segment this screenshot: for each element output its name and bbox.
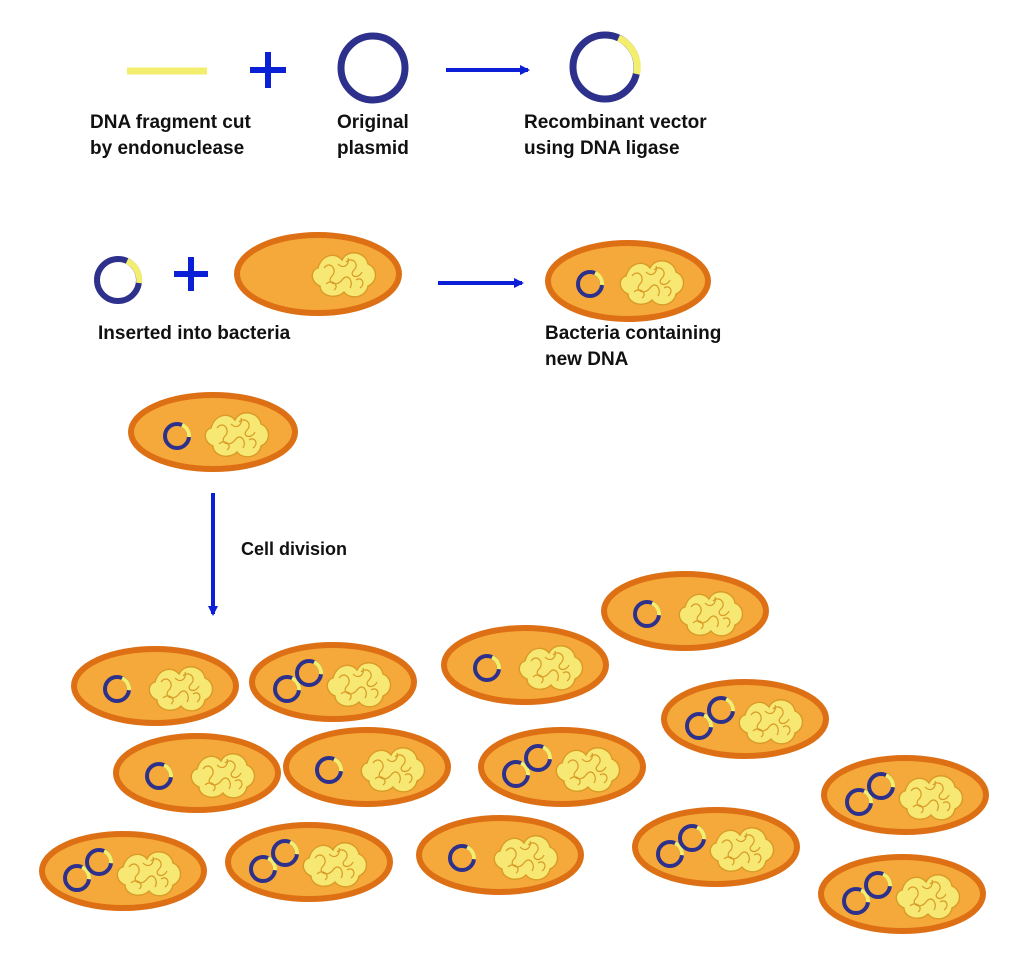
bacterium-icon bbox=[128, 392, 298, 472]
insert-segment bbox=[163, 763, 174, 778]
insert-segment bbox=[491, 655, 502, 670]
bacterium-icon bbox=[661, 679, 829, 759]
insert-segment bbox=[520, 761, 531, 776]
bacterium-icon bbox=[821, 755, 989, 835]
insert-segment bbox=[267, 856, 278, 871]
insert-segment bbox=[121, 676, 132, 691]
insert-segment bbox=[696, 825, 707, 840]
insert-segment bbox=[725, 697, 736, 712]
bacterium-icon bbox=[234, 232, 402, 316]
insert-segment bbox=[863, 789, 874, 804]
insert-segment bbox=[289, 840, 300, 855]
insert-segment bbox=[81, 865, 92, 880]
insert-segment bbox=[333, 757, 344, 772]
bacterium-icon bbox=[249, 642, 417, 722]
insert-segment bbox=[651, 601, 662, 616]
insert-segment bbox=[703, 713, 714, 728]
bacterium-icon bbox=[39, 831, 207, 911]
plus-icon bbox=[250, 52, 286, 88]
insert-segment bbox=[103, 849, 114, 864]
bacterium-icon bbox=[416, 815, 584, 895]
bacterium-icon bbox=[225, 822, 393, 902]
bacterium-icon bbox=[632, 807, 800, 887]
insert-segment bbox=[313, 660, 324, 675]
bacterium-icon bbox=[601, 571, 769, 651]
bacterium-icon bbox=[71, 646, 239, 726]
result-label: Bacteria containing new DNA bbox=[545, 323, 722, 370]
fragment-label: DNA fragment cut by endonuclease bbox=[90, 112, 251, 159]
division-label: Cell division bbox=[241, 539, 348, 559]
bacterium-icon bbox=[478, 727, 646, 807]
insert-segment bbox=[291, 676, 302, 691]
plasmid-label: Original plasmid bbox=[337, 112, 409, 159]
recombinant-plasmid-icon bbox=[569, 31, 641, 103]
insert-segment bbox=[882, 872, 893, 887]
plasmid-icon bbox=[337, 32, 409, 104]
bacterium-icon bbox=[113, 733, 281, 813]
bacterium-icon bbox=[441, 625, 609, 705]
vector-label: Recombinant vector using DNA ligase bbox=[524, 112, 707, 159]
bacterium-icon bbox=[818, 854, 986, 934]
insert-segment bbox=[674, 841, 685, 856]
plus-icon bbox=[174, 257, 208, 291]
bacteria-colony bbox=[39, 571, 989, 934]
insert-segment bbox=[885, 773, 896, 788]
insert-segment bbox=[860, 888, 871, 903]
recombinant-plasmid-icon bbox=[94, 256, 143, 304]
insert-segment bbox=[542, 745, 553, 760]
insert-segment bbox=[466, 845, 477, 860]
bacterium-icon bbox=[545, 240, 711, 322]
insert-label: Inserted into bacteria bbox=[98, 323, 291, 344]
bacterium-icon bbox=[283, 727, 451, 807]
